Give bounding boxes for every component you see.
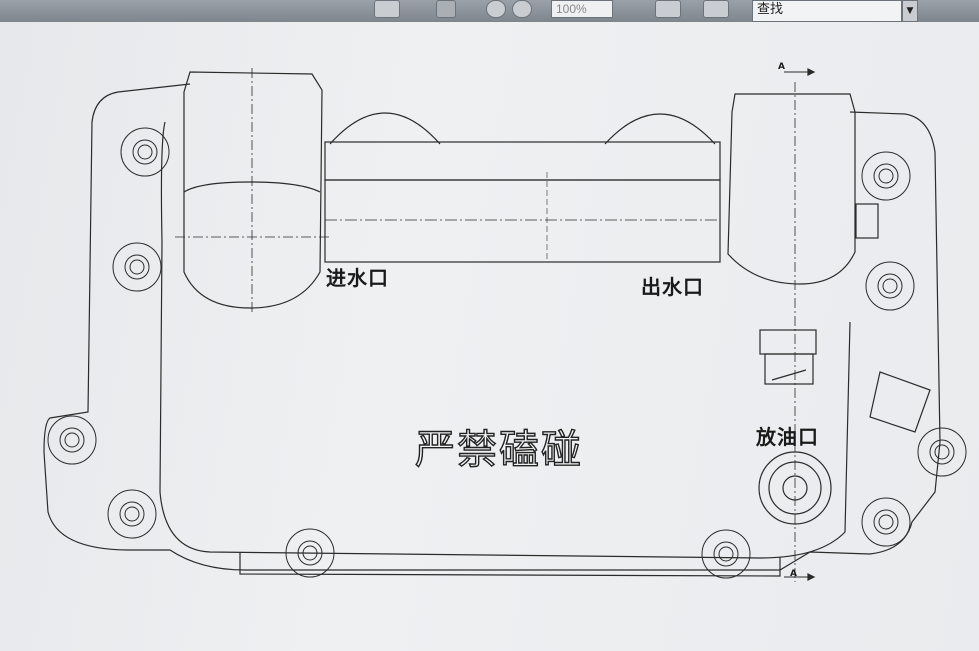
search-dropdown-button[interactable]: ▼ <box>902 0 918 22</box>
zoom-field[interactable]: 100% <box>551 0 613 18</box>
pen-tool-button[interactable] <box>436 0 456 18</box>
fit-width-button[interactable] <box>655 0 681 18</box>
bottom-flange <box>239 552 781 577</box>
outlet-cylinder <box>727 93 856 285</box>
zoom-out-button[interactable] <box>512 0 532 18</box>
fit-page-button[interactable] <box>703 0 729 18</box>
zoom-in-button[interactable] <box>486 0 506 18</box>
inlet-label: 进水口 <box>326 266 389 290</box>
cooler-drawing <box>43 68 967 582</box>
outlet-label: 出水口 <box>641 275 704 299</box>
tool-button-1[interactable] <box>374 0 400 18</box>
warning-text: 严禁磕碰 <box>414 426 583 473</box>
connecting-tube <box>324 141 721 181</box>
toolbar: 100% 查找 ▼ <box>0 0 979 23</box>
inlet-cylinder <box>183 71 323 309</box>
drain-label: 放油口 <box>756 425 819 449</box>
search-input[interactable]: 查找 <box>752 0 902 22</box>
section-mark-bottom: A <box>790 569 798 579</box>
drain-fitting <box>759 329 817 355</box>
bolt-holes <box>47 127 967 579</box>
section-mark-top: A <box>778 62 786 72</box>
inner-body-outline <box>159 121 851 559</box>
drain-port <box>758 451 832 525</box>
outer-body-outline <box>43 83 941 571</box>
